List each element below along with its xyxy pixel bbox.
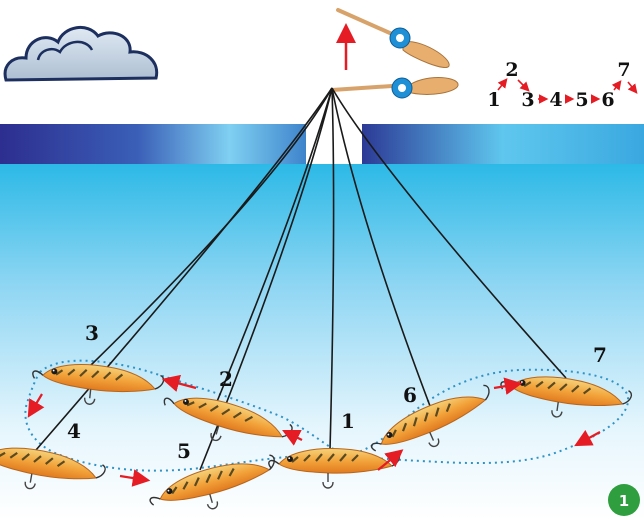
lure-path — [24, 359, 630, 472]
lure-label-1: 1 — [341, 409, 355, 433]
sequence-arrow-icon-6 — [611, 80, 622, 91]
sequence-item-2: 2 — [505, 59, 518, 81]
sequence-item-7: 7 — [617, 59, 630, 81]
lure-label-2: 2 — [219, 367, 233, 391]
sequence-item-3: 3 — [521, 89, 534, 111]
lure-label-7: 7 — [593, 343, 607, 367]
rod-icon-raised — [336, 8, 450, 68]
lure-label-5: 5 — [177, 439, 191, 463]
movement-arrow-icon-3 — [161, 374, 197, 392]
ice-left — [0, 124, 306, 164]
movement-arrow-icon-7 — [574, 429, 601, 447]
ice-right — [362, 124, 644, 164]
lure-label-3: 3 — [85, 321, 99, 345]
movement-arrows — [27, 374, 601, 487]
fishing-line-3 — [89, 87, 333, 367]
sequence-arrow-icon-7 — [627, 81, 638, 94]
badge-number: 1 — [619, 492, 629, 510]
fishing-line-1 — [329, 87, 335, 451]
sequence-item-4: 4 — [549, 89, 562, 111]
sequence-arrow-icon-2 — [517, 79, 530, 92]
movement-arrow-icon-2 — [282, 430, 303, 446]
figure-badge: 1 — [608, 484, 640, 516]
movement-arrow-icon-5 — [119, 469, 151, 487]
lure-label-6: 6 — [403, 383, 417, 407]
sequence-item-6: 6 — [601, 89, 614, 111]
lure-label-4: 4 — [67, 419, 81, 443]
fishing-line-7 — [331, 87, 567, 379]
sequence-arrow-icon-1 — [497, 78, 508, 91]
fishing-line-2 — [215, 87, 333, 405]
movement-arrow-icon-4 — [27, 393, 45, 418]
lure-labels: 1 2 3 4 5 6 7 — [67, 321, 607, 463]
sequence-item-5: 5 — [575, 89, 588, 111]
cloud-icon — [3, 26, 159, 82]
rod-icon — [330, 77, 459, 99]
fishing-line-6 — [331, 87, 431, 407]
sequence-item-1: 1 — [487, 89, 500, 111]
movement-arrow-icon-6 — [493, 377, 523, 395]
movement-arrow-icon-1 — [377, 449, 404, 471]
